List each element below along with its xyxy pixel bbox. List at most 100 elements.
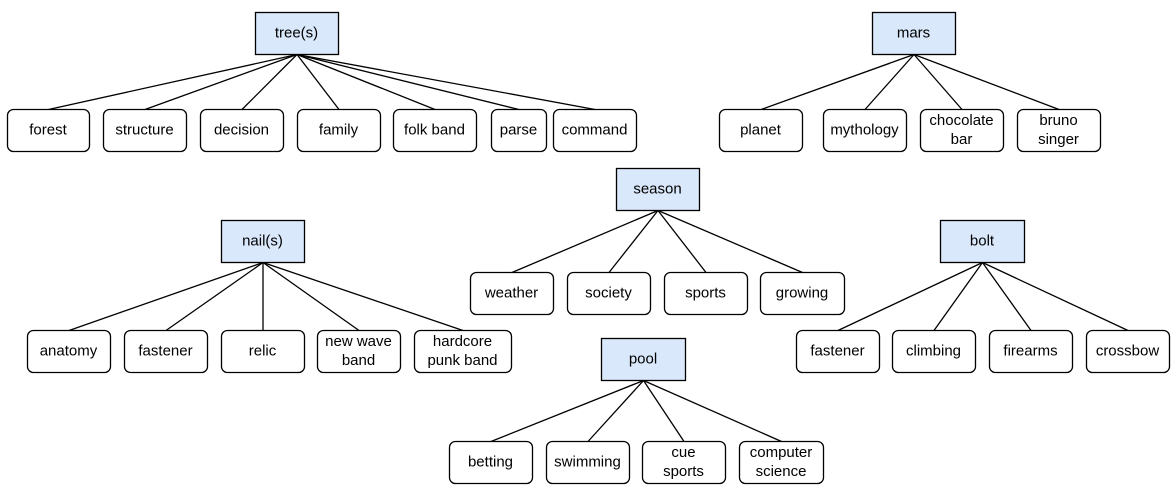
pool-root-node-label: pool <box>629 351 657 368</box>
trees-child-node: folk band <box>392 108 478 153</box>
nails-child-node-box <box>316 329 402 374</box>
mars-child-node-box <box>718 108 804 153</box>
trees-edge-3 <box>296 54 340 110</box>
nails-child-node-label: hardcore <box>433 333 492 350</box>
nails-child-node-label: band <box>342 352 375 369</box>
trees-edge-0 <box>48 53 298 111</box>
bolt-child-node-box <box>795 329 881 374</box>
pool-edge-0 <box>490 379 644 443</box>
nails-root-node: nail(s) <box>220 219 306 264</box>
bolt-child-node-label: crossbow <box>1096 343 1160 360</box>
trees-edge-6 <box>296 53 596 111</box>
nails-edge-1 <box>165 261 264 332</box>
pool-child-node-label: computer <box>750 444 813 461</box>
nails-edge-4 <box>262 261 464 332</box>
season-root-node: season <box>615 167 701 212</box>
pool-edge-1 <box>587 380 644 442</box>
pool-child-node-label: betting <box>468 454 513 471</box>
bolt-root-node-label: bolt <box>970 233 995 250</box>
season-child-node-box <box>759 271 846 316</box>
trees-child-node: structure <box>102 108 188 153</box>
nails-child-node-box <box>123 329 209 374</box>
trees-root-node-box <box>254 11 340 56</box>
mars-root-node: mars <box>871 11 957 56</box>
trees-edge-5 <box>296 53 520 111</box>
season-child-node-box <box>469 271 555 316</box>
bolt-child-node: fastener <box>795 329 881 374</box>
nails-root-node-box <box>220 219 306 264</box>
trees-child-node-box <box>490 108 548 153</box>
trees-child-node-box <box>199 108 285 153</box>
trees-edge-2 <box>241 54 298 110</box>
bolt-root-node: bolt <box>939 219 1026 264</box>
trees-child-node-label: forest <box>29 122 67 139</box>
bolt-child-node-box <box>1085 329 1171 374</box>
nails-child-node: relic <box>220 329 306 374</box>
season-child-node-label: weather <box>484 285 538 302</box>
trees-edge-4 <box>296 53 436 111</box>
pool-child-node-box <box>448 440 534 485</box>
nails-child-node: new wave band <box>316 329 402 374</box>
bolt-child-node: climbing <box>891 329 977 374</box>
mars-child-node-label: singer <box>1038 131 1079 148</box>
mars-child-node: planet <box>718 108 804 153</box>
pool-child-node-label: sports <box>663 463 704 480</box>
trees-child-node-label: structure <box>115 122 173 139</box>
bolt-child-node-label: firearms <box>1003 343 1057 360</box>
nails-child-node-label: punk band <box>427 352 497 369</box>
pool-root-node-box <box>600 337 687 382</box>
nails-child-node: hardcore punk band <box>413 329 513 374</box>
season-child-node: sports <box>663 271 749 316</box>
bolt-child-node-label: fastener <box>810 343 864 360</box>
edges-layer <box>48 53 1129 443</box>
trees-child-node-label: folk band <box>404 122 465 139</box>
bolt-edge-1 <box>933 262 984 331</box>
season-child-node: weather <box>469 271 555 316</box>
season-root-node-box <box>615 167 701 212</box>
season-edge-2 <box>657 210 707 273</box>
pool-child-node: cue sports <box>641 440 727 485</box>
mars-child-node-label: planet <box>740 122 782 139</box>
nails-edge-0 <box>68 261 264 332</box>
trees-child-node: decision <box>199 108 285 153</box>
bolt-child-node-box <box>891 329 977 374</box>
bolt-edge-3 <box>982 261 1129 332</box>
trees-child-node-box <box>392 108 478 153</box>
trees-child-node: parse <box>490 108 548 153</box>
trees-root-node: tree(s) <box>254 11 340 56</box>
trees-child-node-box <box>552 108 638 153</box>
trees-edge-1 <box>144 53 298 111</box>
bolt-child-node-box <box>988 329 1074 374</box>
pool-child-node-label: cue <box>671 444 695 461</box>
pool-root-node: pool <box>600 337 687 382</box>
mars-child-node: mythology <box>822 108 908 153</box>
nails-child-node-box <box>220 329 306 374</box>
nails-child-node-label: relic <box>249 343 277 360</box>
nails-child-node-box <box>26 329 112 374</box>
mars-edge-1 <box>864 54 915 110</box>
pool-edge-3 <box>643 379 782 443</box>
bolt-edge-0 <box>837 261 983 332</box>
pool-child-node: betting <box>448 440 534 485</box>
nails-edge-3 <box>262 261 360 332</box>
season-edge-0 <box>511 209 659 274</box>
mars-child-node-box <box>919 108 1005 153</box>
nails-child-node-label: new wave <box>325 333 392 350</box>
mars-root-node-label: mars <box>897 25 930 42</box>
season-child-node-label: society <box>585 285 632 302</box>
pool-child-node-label: swimming <box>554 454 621 471</box>
pool-child-node-box <box>738 440 825 485</box>
season-child-node-label: sports <box>685 285 726 302</box>
season-root-node-label: season <box>633 181 681 198</box>
mars-root-node-box <box>871 11 957 56</box>
trees-child-node: forest <box>6 108 91 153</box>
pool-child-node-box <box>545 440 631 485</box>
pool-child-node-box <box>641 440 727 485</box>
mars-child-node-box <box>1016 108 1102 153</box>
season-child-node: growing <box>759 271 846 316</box>
trees-child-node: command <box>552 108 638 153</box>
mars-child-node-box <box>822 108 908 153</box>
